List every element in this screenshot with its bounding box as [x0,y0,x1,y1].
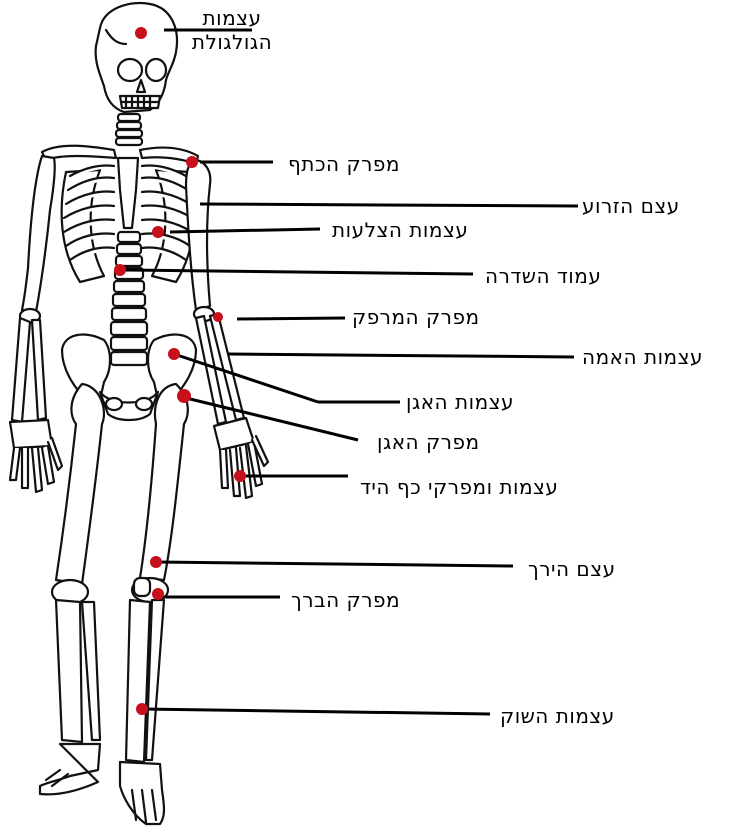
marker-dot-elbow [213,312,223,322]
left-leg [120,384,188,824]
leader-line-femur [156,562,513,566]
leader-line-elbow [237,318,345,319]
left-arm [186,160,268,498]
marker-dot-skull [135,27,147,39]
leader-line-humerus [200,204,578,206]
leader-line-tibia [142,709,490,714]
label-shoulder-joint: מפרק הכתף [288,152,400,176]
cervical-spine [116,114,142,145]
marker-dot-hand [234,470,246,482]
label-hand-bones-joints: עצמות ומפרקי כף היד [360,475,558,499]
marker-dot-knee [152,588,164,600]
label-hip-joint: מפרק האגן [377,430,480,454]
marker-dot-ribs [152,226,164,238]
leader-line-ulna [228,354,574,357]
label-skull-bones: עצמות הגולגולת [172,6,292,54]
marker-dot-femur [150,556,162,568]
label-humerus: עצם הזרוע [582,194,680,218]
label-elbow-joint: מפרק המרפק [352,305,480,329]
right-arm [10,156,62,492]
marker-dot-hip [177,389,191,403]
label-femur: עצם הירך [528,557,616,581]
label-pelvic-bones: עצמות האגן [406,390,514,414]
skull [96,3,177,112]
marker-dot-shoulder [186,156,198,168]
spine [111,232,147,365]
label-forearm-bones: עצמות האמה [582,345,703,369]
leader-line-hip [186,398,358,440]
marker-dot-tibia [136,703,148,715]
label-spinal-column: עמוד השדרה [485,264,601,288]
leader-line-pelvis-a [174,354,318,402]
label-shin-bones: עצמות השוק [500,704,615,728]
marker-dot-spine [114,264,126,276]
label-knee-joint: מפרק הברך [291,588,400,612]
label-rib-bones: עצמות הצלעות [332,218,468,242]
marker-dot-pelvis [168,348,180,360]
